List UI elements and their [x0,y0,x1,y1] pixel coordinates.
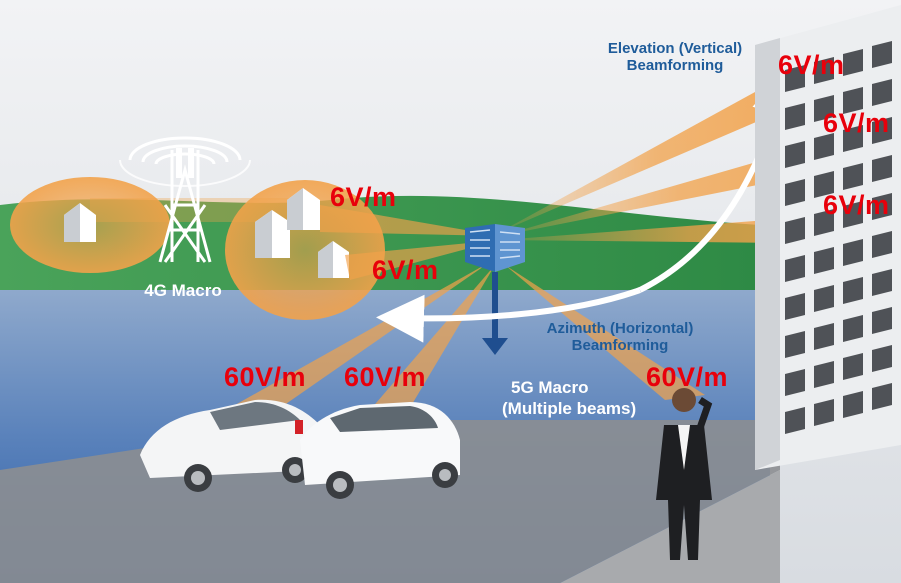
building-window [872,307,892,334]
elevation-line1: Elevation (Vertical) [607,40,743,57]
building-window [814,209,834,236]
field-strength-houses-upper: 6V/m [330,182,397,212]
house-icon [255,210,290,258]
house-icon [64,203,96,242]
building-window [814,399,834,426]
building-window [843,239,863,266]
building-window [843,391,863,418]
beam-houses-upper [320,205,500,236]
building-window [785,407,805,434]
house-icon [318,241,349,278]
elevation-line2: Beamforming [626,57,724,74]
building-window [814,361,834,388]
azimuth-beamforming-label: Azimuth (Horizontal) Beamforming [525,320,715,354]
building-window [872,117,892,144]
building-window [785,65,805,92]
building-window [843,353,863,380]
label-5g-macro-line2: (Multiple beams) [502,399,636,418]
label-4g-macro: 4G Macro [144,281,221,300]
building-window [785,141,805,168]
building-window [785,331,805,358]
building-windows [785,41,892,434]
field-strength-car-left: 60V/m [224,362,307,392]
antenna-5g-icon [465,224,525,355]
building-window [785,179,805,206]
building-window [814,285,834,312]
building-window [814,95,834,122]
building-window [843,125,863,152]
building-window [843,201,863,228]
field-strength-car-right: 60V/m [344,362,427,392]
building-window [872,345,892,372]
beam-person [505,265,705,400]
building-window [843,163,863,190]
azimuth-arrow [376,287,642,343]
tower-4g-icon [119,136,251,263]
building-window [872,79,892,106]
building-window [872,383,892,410]
building-window [785,369,805,396]
field-strength-building-top: 6V/m [778,50,845,80]
azimuth-line1: Azimuth (Horizontal) [546,320,694,337]
building-window [872,41,892,68]
building-window [872,155,892,182]
building-window [814,323,834,350]
beam-houses-lower [345,240,500,280]
elevation-beamforming-label: Elevation (Vertical) Beamforming [580,40,770,74]
building-window [814,247,834,274]
label-5g-macro-line1: 5G Macro [511,378,588,397]
building-window [843,277,863,304]
azimuth-line2: Beamforming [571,337,669,354]
person-on-phone [656,388,713,560]
house-icon [287,188,320,230]
building-window [785,255,805,282]
car-right [300,402,460,499]
building-window [843,49,863,76]
field-strength-building-low: 6V/m [823,190,890,220]
building-window [843,87,863,114]
field-strength-houses-lower: 6V/m [372,255,439,285]
building-window [814,57,834,84]
building-window [814,171,834,198]
beam-building-top [500,70,812,232]
building-window [785,293,805,320]
field-strength-person: 60V/m [646,362,729,392]
beam-car-left [235,262,490,415]
building-window [843,315,863,342]
building-window [814,133,834,160]
car-left [140,399,320,492]
building-window [785,217,805,244]
building-window [785,103,805,130]
building-window [872,193,892,220]
building-window [872,231,892,258]
building-window [872,269,892,296]
beam-car-right [370,265,495,416]
field-strength-building-mid: 6V/m [823,108,890,138]
